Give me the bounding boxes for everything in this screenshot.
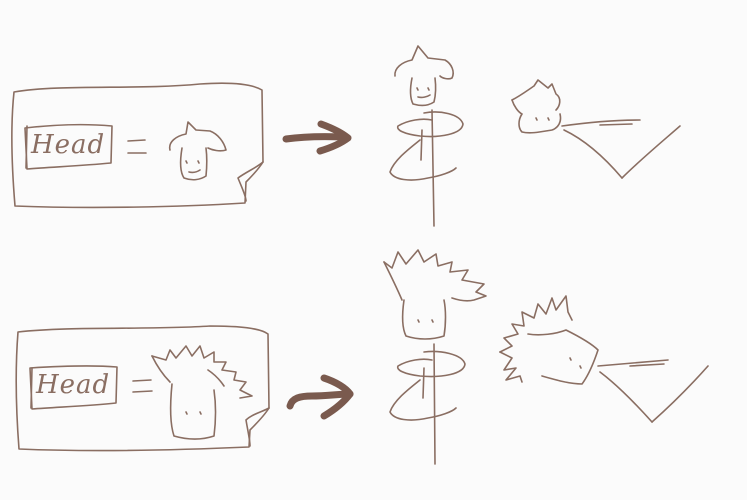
card-1-label-box-edge: [25, 125, 28, 169]
arrow-1: [282, 120, 352, 155]
figure-2-head-on-cloth: [499, 295, 709, 423]
card-1-outline: [10, 82, 264, 209]
row-2: [15, 249, 709, 465]
arrow-2: [286, 374, 354, 420]
card-2-head-label: Head: [36, 370, 111, 400]
card-2-outline: [15, 325, 270, 452]
card-1-small-head-icon: [168, 121, 227, 181]
card-1-head-label: Head: [31, 130, 106, 160]
card-2-equals-sign: [132, 379, 153, 393]
figure-2-stick-head: [383, 249, 487, 465]
row-1: [10, 45, 681, 227]
card-2-curl: [245, 407, 270, 447]
card-2-label-box-edge: [30, 367, 33, 409]
card-2-label-box: [29, 365, 118, 410]
figure-1-stick-head: [389, 45, 464, 227]
figure-1-head-on-cloth: [511, 79, 681, 179]
card-1-label-box: [24, 123, 113, 170]
card-1-equals-sign: [127, 139, 147, 154]
card-1-curl: [237, 161, 264, 202]
card-2-spiky-head-icon: [151, 345, 253, 440]
